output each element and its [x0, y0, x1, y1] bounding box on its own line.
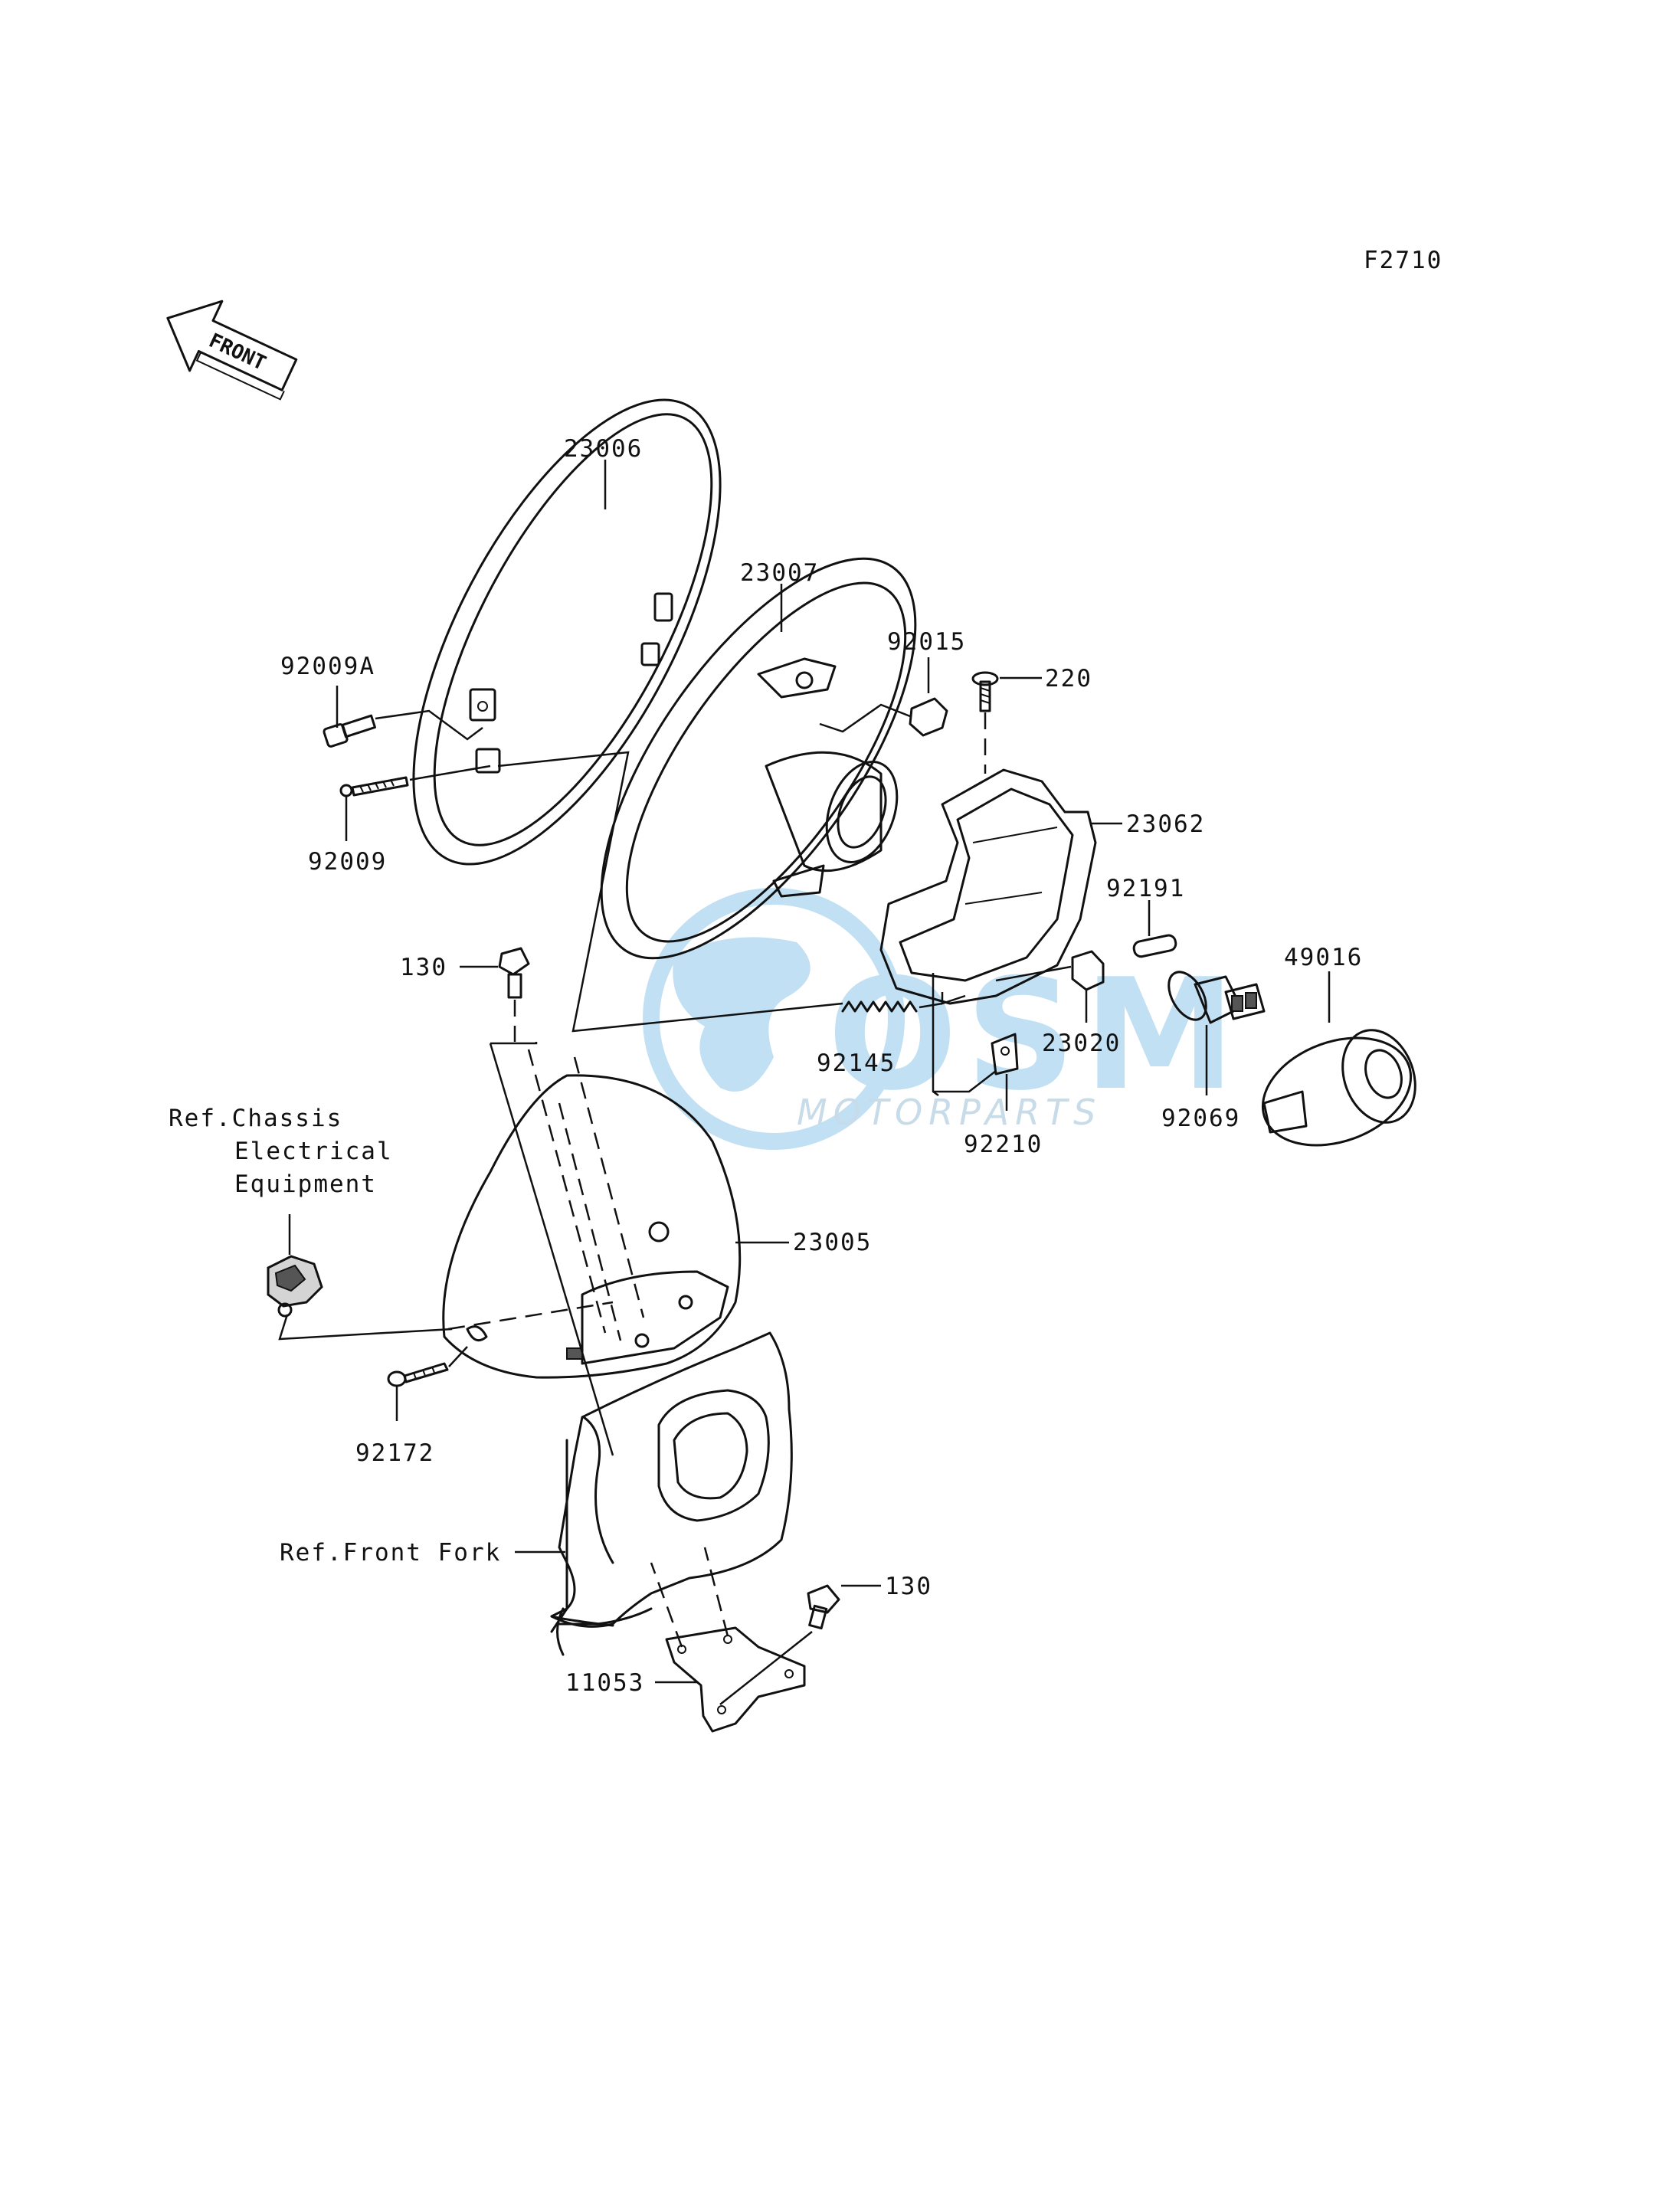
label-92145: 92145 [817, 1049, 896, 1077]
mounting-bracket-11053[interactable] [665, 1626, 806, 1733]
label-130-top: 130 [400, 954, 447, 981]
screw-92172[interactable] [387, 1362, 449, 1387]
leader-92009A-to-rim [375, 709, 483, 741]
label-ref-chassis-1: Ref.Chassis [169, 1105, 342, 1132]
socket-bracket-23062[interactable] [879, 768, 1097, 1005]
assembly-line-bracket [941, 992, 966, 1005]
leader-92210 [933, 1070, 997, 1093]
leader-92172-to-housing [448, 1346, 468, 1367]
connector-ref-chassis[interactable] [267, 1255, 323, 1318]
nut-92015[interactable] [909, 697, 948, 737]
guide-dashed-mid [558, 1102, 622, 1341]
watermark: OSM MOTORPARTS [643, 888, 1243, 1150]
watermark-text: MOTORPARTS [797, 1092, 1102, 1133]
front-direction-arrow: FRONT [166, 300, 298, 401]
label-92191: 92191 [1106, 875, 1185, 902]
guide-left-to-fork [489, 1043, 614, 1456]
front-fork-section[interactable] [550, 1331, 793, 1656]
dust-cover-49016[interactable] [1248, 1019, 1428, 1165]
screw-92009[interactable] [339, 776, 409, 797]
guide-dashed-right [573, 1056, 645, 1318]
leader-92009-to-rim [409, 765, 491, 781]
label-ref-chassis-3: Equipment [234, 1171, 377, 1198]
label-23005: 23005 [793, 1229, 872, 1256]
watermark-logo: OSM [827, 946, 1243, 1125]
label-220: 220 [1045, 665, 1092, 692]
tube-92191[interactable] [1132, 934, 1177, 958]
headlight-rim-23006[interactable] [352, 355, 782, 909]
label-92009A: 92009A [280, 653, 375, 680]
leader-92015-to-unit [819, 703, 911, 733]
label-92172: 92172 [355, 1439, 434, 1467]
label-92015: 92015 [887, 628, 966, 656]
assembly-line-rim-to-housing [497, 751, 843, 1033]
guide-bracket-dashed-1 [650, 1562, 683, 1648]
guide-dashed-left [527, 1049, 607, 1334]
label-92069: 92069 [1161, 1105, 1240, 1132]
headlight-unit-23007[interactable] [543, 510, 974, 1007]
label-49016: 49016 [1284, 944, 1363, 971]
bolt-130-bottom[interactable] [807, 1584, 840, 1630]
leader-chassis-to-housing [278, 1314, 453, 1341]
label-ref-chassis-2: Electrical [234, 1138, 393, 1165]
guide-bracket-left [490, 1042, 538, 1045]
label-ref-front-fork: Ref.Front Fork [280, 1539, 501, 1567]
label-11053: 11053 [565, 1669, 644, 1697]
watermark-globe-icon [643, 888, 905, 1150]
headlight-housing-23005[interactable] [442, 1074, 742, 1379]
leader-23020-to-socket [995, 965, 1072, 982]
label-23020: 23020 [1042, 1030, 1121, 1057]
guide-bracket-dashed-2 [703, 1547, 729, 1637]
label-23006: 23006 [564, 435, 643, 463]
label-130-bottom: 130 [885, 1573, 932, 1600]
label-92009: 92009 [308, 848, 387, 876]
screw-220[interactable] [971, 671, 999, 712]
bolt-92009A[interactable] [323, 714, 376, 748]
label-92210: 92210 [964, 1131, 1043, 1158]
label-23062: 23062 [1126, 810, 1205, 838]
leader-130-bottom-to-bracket [719, 1631, 813, 1705]
bulb-92069[interactable] [1161, 966, 1266, 1026]
leader-92145 [919, 1002, 943, 1009]
figure-code: F2710 [1364, 247, 1443, 274]
bolt-130-top[interactable] [498, 947, 530, 999]
plate-92210[interactable] [991, 1033, 1019, 1076]
label-23007: 23007 [740, 559, 819, 587]
spring-92145[interactable] [841, 1000, 918, 1013]
block-23020[interactable] [1071, 950, 1105, 991]
guide-dashed-horizontal [447, 1301, 614, 1331]
